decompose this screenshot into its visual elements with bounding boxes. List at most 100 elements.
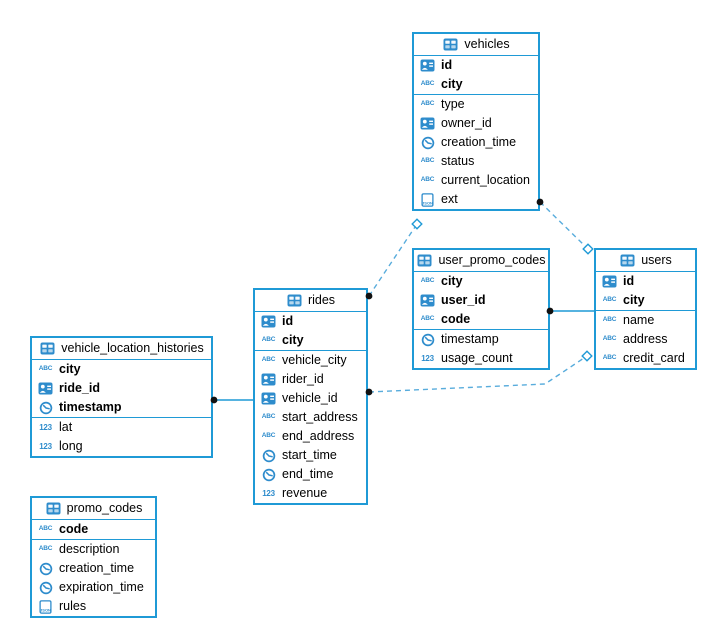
id-badge-icon <box>260 315 277 328</box>
table-name: promo_codes <box>66 501 143 516</box>
clock-icon <box>260 468 277 482</box>
field-name: id <box>623 274 635 289</box>
table-header[interactable]: user_promo_codes <box>414 250 548 272</box>
svg-text:JSON: JSON <box>422 200 433 205</box>
field-name: code <box>59 522 89 537</box>
table-header[interactable]: rides <box>255 290 366 312</box>
field-name: type <box>441 97 465 112</box>
table-header[interactable]: vehicles <box>414 34 538 56</box>
field-name: creation_time <box>59 561 135 576</box>
clock-icon <box>37 581 54 595</box>
id-badge-icon <box>601 275 618 288</box>
primary-key-section: ABC code <box>32 520 155 540</box>
field-name: owner_id <box>441 116 492 131</box>
field-row-start_time[interactable]: start_time <box>255 446 366 465</box>
number-123-icon: 123 <box>262 488 275 498</box>
abc-text-icon: ABC <box>602 296 617 304</box>
table-icon <box>416 254 433 267</box>
field-row-timestamp[interactable]: timestamp <box>32 398 211 417</box>
field-row-id[interactable]: id <box>596 272 695 291</box>
abc-text-icon: ABC <box>38 525 53 533</box>
field-row-creation_time[interactable]: creation_time <box>414 133 538 152</box>
abc-text-icon: ABC <box>261 336 276 344</box>
abc-text-icon: ABC <box>261 432 276 440</box>
number-123-icon: 123 <box>39 422 52 432</box>
field-row-vehicle_id[interactable]: vehicle_id <box>255 389 366 408</box>
field-row-id[interactable]: id <box>255 312 366 331</box>
field-name: long <box>59 439 83 454</box>
abc-text-icon: ABC <box>602 316 617 324</box>
field-name: end_time <box>282 467 334 482</box>
relation-line <box>539 201 589 250</box>
field-row-end_time[interactable]: end_time <box>255 465 366 484</box>
field-name: revenue <box>282 486 328 501</box>
field-name: description <box>59 542 120 557</box>
clock-icon <box>260 449 277 463</box>
field-name: end_address <box>282 429 355 444</box>
relation-vehicles-users <box>536 198 594 255</box>
field-name: code <box>441 312 471 327</box>
table-name: vehicles <box>464 37 510 52</box>
field-row-ride_id[interactable]: ride_id <box>32 379 211 398</box>
relation-diamond-marker <box>582 243 594 255</box>
field-name: vehicle_city <box>282 353 347 368</box>
table-header[interactable]: vehicle_location_histories <box>32 338 211 360</box>
clock-icon <box>419 136 436 150</box>
field-row-revenue[interactable]: 123 revenue <box>255 484 366 503</box>
field-row-code[interactable]: ABC code <box>32 520 155 539</box>
table-header[interactable]: users <box>596 250 695 272</box>
field-row-user_id[interactable]: user_id <box>414 291 548 310</box>
abc-text-icon: ABC <box>602 354 617 362</box>
field-name: ride_id <box>59 381 100 396</box>
field-row-creation_time[interactable]: creation_time <box>32 559 155 578</box>
table-header[interactable]: promo_codes <box>32 498 155 520</box>
field-row-end_address[interactable]: ABC end_address <box>255 427 366 446</box>
table-icon <box>286 294 303 307</box>
field-name: city <box>441 77 463 92</box>
number-123-icon: 123 <box>421 353 434 363</box>
field-row-rider_id[interactable]: rider_id <box>255 370 366 389</box>
abc-text-icon: ABC <box>38 365 53 373</box>
table-name: users <box>641 253 672 268</box>
table-name: vehicle_location_histories <box>61 341 204 356</box>
abc-text-icon: ABC <box>261 413 276 421</box>
field-row-id[interactable]: id <box>414 56 538 75</box>
field-name: status <box>441 154 475 169</box>
field-name: name <box>623 313 655 328</box>
field-row-expiration_time[interactable]: expiration_time <box>32 578 155 597</box>
field-row-owner_id[interactable]: owner_id <box>414 114 538 133</box>
svg-text:JSON: JSON <box>40 607 51 612</box>
id-badge-icon <box>260 392 277 405</box>
field-row-timestamp[interactable]: timestamp <box>414 330 548 349</box>
json-icon: JSON <box>37 599 54 614</box>
field-row-name[interactable]: ABC name <box>596 311 695 330</box>
